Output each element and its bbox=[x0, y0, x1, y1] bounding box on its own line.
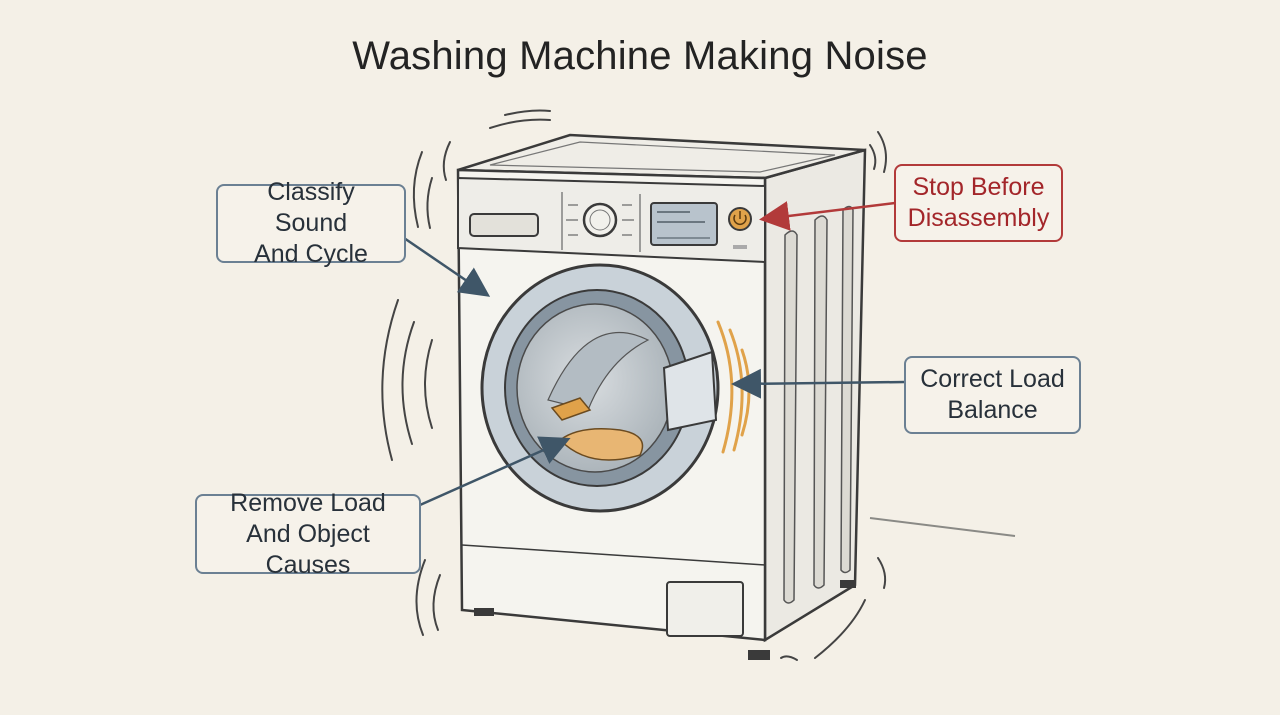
display-screen bbox=[650, 202, 718, 246]
laundry-item bbox=[558, 428, 644, 461]
floor-line bbox=[869, 517, 1016, 537]
foreign-object bbox=[550, 397, 592, 421]
vibration-marks bbox=[381, 109, 887, 661]
callout-remove-text: Remove Load And Object Causes bbox=[230, 488, 386, 579]
arrow-classify bbox=[403, 236, 491, 297]
callout-remove-load: Remove Load And Object Causes bbox=[195, 489, 421, 579]
callout-balance-text: Correct Load Balance bbox=[920, 365, 1065, 424]
arrow-balance bbox=[731, 368, 906, 399]
arrow-stop bbox=[759, 201, 896, 231]
detergent-drawer bbox=[469, 213, 539, 237]
filter-panel bbox=[666, 581, 744, 637]
callout-stop-text: Stop Before Disassembly bbox=[907, 173, 1050, 232]
dial-knob bbox=[582, 202, 618, 238]
callout-stop-before-disassembly: Stop Before Disassembly bbox=[894, 164, 1063, 242]
arrow-remove bbox=[419, 436, 571, 507]
diagram-title: Washing Machine Making Noise bbox=[352, 34, 928, 78]
door-handle bbox=[662, 350, 718, 432]
callout-classify-sound-text: Classify Sound And Cycle bbox=[254, 178, 368, 268]
callout-correct-load-balance: Correct Load Balance bbox=[904, 356, 1081, 434]
callout-classify-sound: Classify Sound And Cycle bbox=[216, 178, 406, 268]
